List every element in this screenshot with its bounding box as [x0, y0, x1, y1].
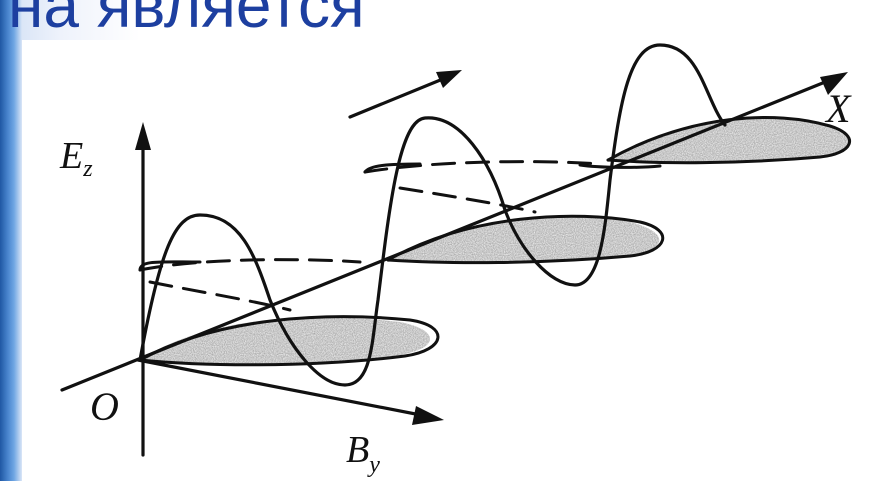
origin-label: O	[90, 384, 119, 429]
b-ellipse-2	[386, 214, 665, 265]
b-ellipse-1	[138, 315, 440, 367]
e-field-front-arcs	[138, 162, 662, 272]
b-field-ellipses	[138, 116, 852, 367]
b-lobe-shade-2	[390, 216, 660, 263]
e-front-arc-2	[363, 162, 422, 174]
b-ellipse-3	[606, 116, 852, 165]
x-axis-label: X	[824, 86, 852, 131]
b-lobe-shade-1	[140, 317, 430, 365]
x-axis-arrowhead-icon	[820, 72, 848, 95]
ez-axis-arrowhead-icon	[135, 122, 151, 150]
propagation-arrow-line	[348, 72, 457, 119]
e-field-back-arcs	[138, 160, 602, 312]
b-field-lobes-shaded	[140, 117, 850, 365]
ez-axis-label: Ez	[59, 135, 93, 182]
e-front-arc-3	[578, 163, 662, 169]
by-axis-line	[136, 358, 438, 420]
e-back-arc-4	[398, 186, 537, 214]
by-axis-arrowhead-icon	[412, 406, 444, 425]
b-lobe-shade-3	[610, 117, 850, 163]
arrow-right-up-icon	[436, 70, 462, 88]
e-front-arc-1	[138, 260, 202, 272]
x-axis-line	[60, 74, 842, 392]
arrow-heads	[135, 70, 848, 425]
e-back-arc-2	[363, 160, 602, 174]
e-back-arc-3	[148, 280, 292, 312]
e-back-arc-1	[138, 258, 362, 272]
e-field-wave	[138, 43, 727, 387]
by-axis-label: By	[346, 429, 380, 478]
